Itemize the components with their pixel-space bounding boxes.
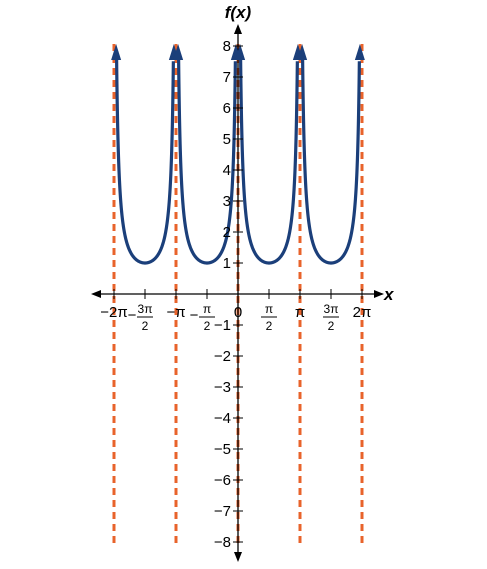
x-axis-arrow-right: [374, 290, 384, 298]
x-tick-label: 0: [234, 304, 242, 321]
x-tick-label: π: [295, 304, 305, 321]
y-axis-title: f(x): [225, 3, 252, 22]
y-tick-label: −5: [214, 441, 231, 458]
y-axis-arrow-down: [234, 552, 242, 562]
y-tick-label: 1: [223, 255, 231, 272]
y-tick-label: −1: [214, 317, 231, 334]
x-tick-label-denominator: 2: [142, 319, 149, 333]
curve-arrowhead: [354, 44, 365, 60]
y-tick-label: 7: [223, 69, 231, 86]
x-tick-label-numerator: 3π: [138, 302, 153, 316]
curve-arrowhead: [235, 44, 246, 60]
y-tick-label: −7: [214, 503, 231, 520]
y-tick-label: −4: [214, 410, 231, 427]
x-tick-label: −2π: [100, 304, 127, 321]
y-axis-arrow-up: [234, 24, 242, 34]
y-tick-label: −3: [214, 379, 231, 396]
x-tick-label-numerator: π: [203, 302, 211, 316]
curve-branch: [114, 51, 175, 265]
x-tick-label-denominator: 2: [204, 319, 211, 333]
curve-arrowhead: [111, 44, 122, 60]
y-tick-label: −2: [214, 348, 231, 365]
x-tick-label-minus: −: [190, 307, 199, 324]
y-tick-label: −6: [214, 472, 231, 489]
x-tick-label-denominator: 2: [328, 319, 335, 333]
x-tick-label-numerator: π: [265, 302, 273, 316]
x-tick-label: 2π: [353, 304, 372, 321]
x-axis-title: x: [383, 285, 395, 304]
y-tick-label: 2: [223, 224, 231, 241]
y-tick-label: 5: [223, 131, 231, 148]
y-tick-label: 4: [223, 162, 231, 179]
tick-marks: [113, 45, 363, 543]
curve-branches: [111, 44, 365, 265]
curve-arrowhead: [173, 44, 184, 60]
x-axis-arrow-left: [91, 290, 101, 298]
curve-branch: [300, 51, 361, 265]
y-tick-label: 6: [223, 100, 231, 117]
x-tick-label: −π: [166, 304, 185, 321]
y-tick-label: 3: [223, 193, 231, 210]
y-tick-label: −8: [214, 534, 231, 551]
y-tick-label: 8: [223, 38, 231, 55]
curve-branch: [176, 51, 237, 265]
x-tick-label-minus: −: [128, 307, 137, 324]
x-tick-label-numerator: 3π: [324, 302, 339, 316]
curve-arrowhead: [297, 44, 308, 60]
curve-branch: [238, 51, 299, 265]
x-tick-label-denominator: 2: [266, 319, 273, 333]
